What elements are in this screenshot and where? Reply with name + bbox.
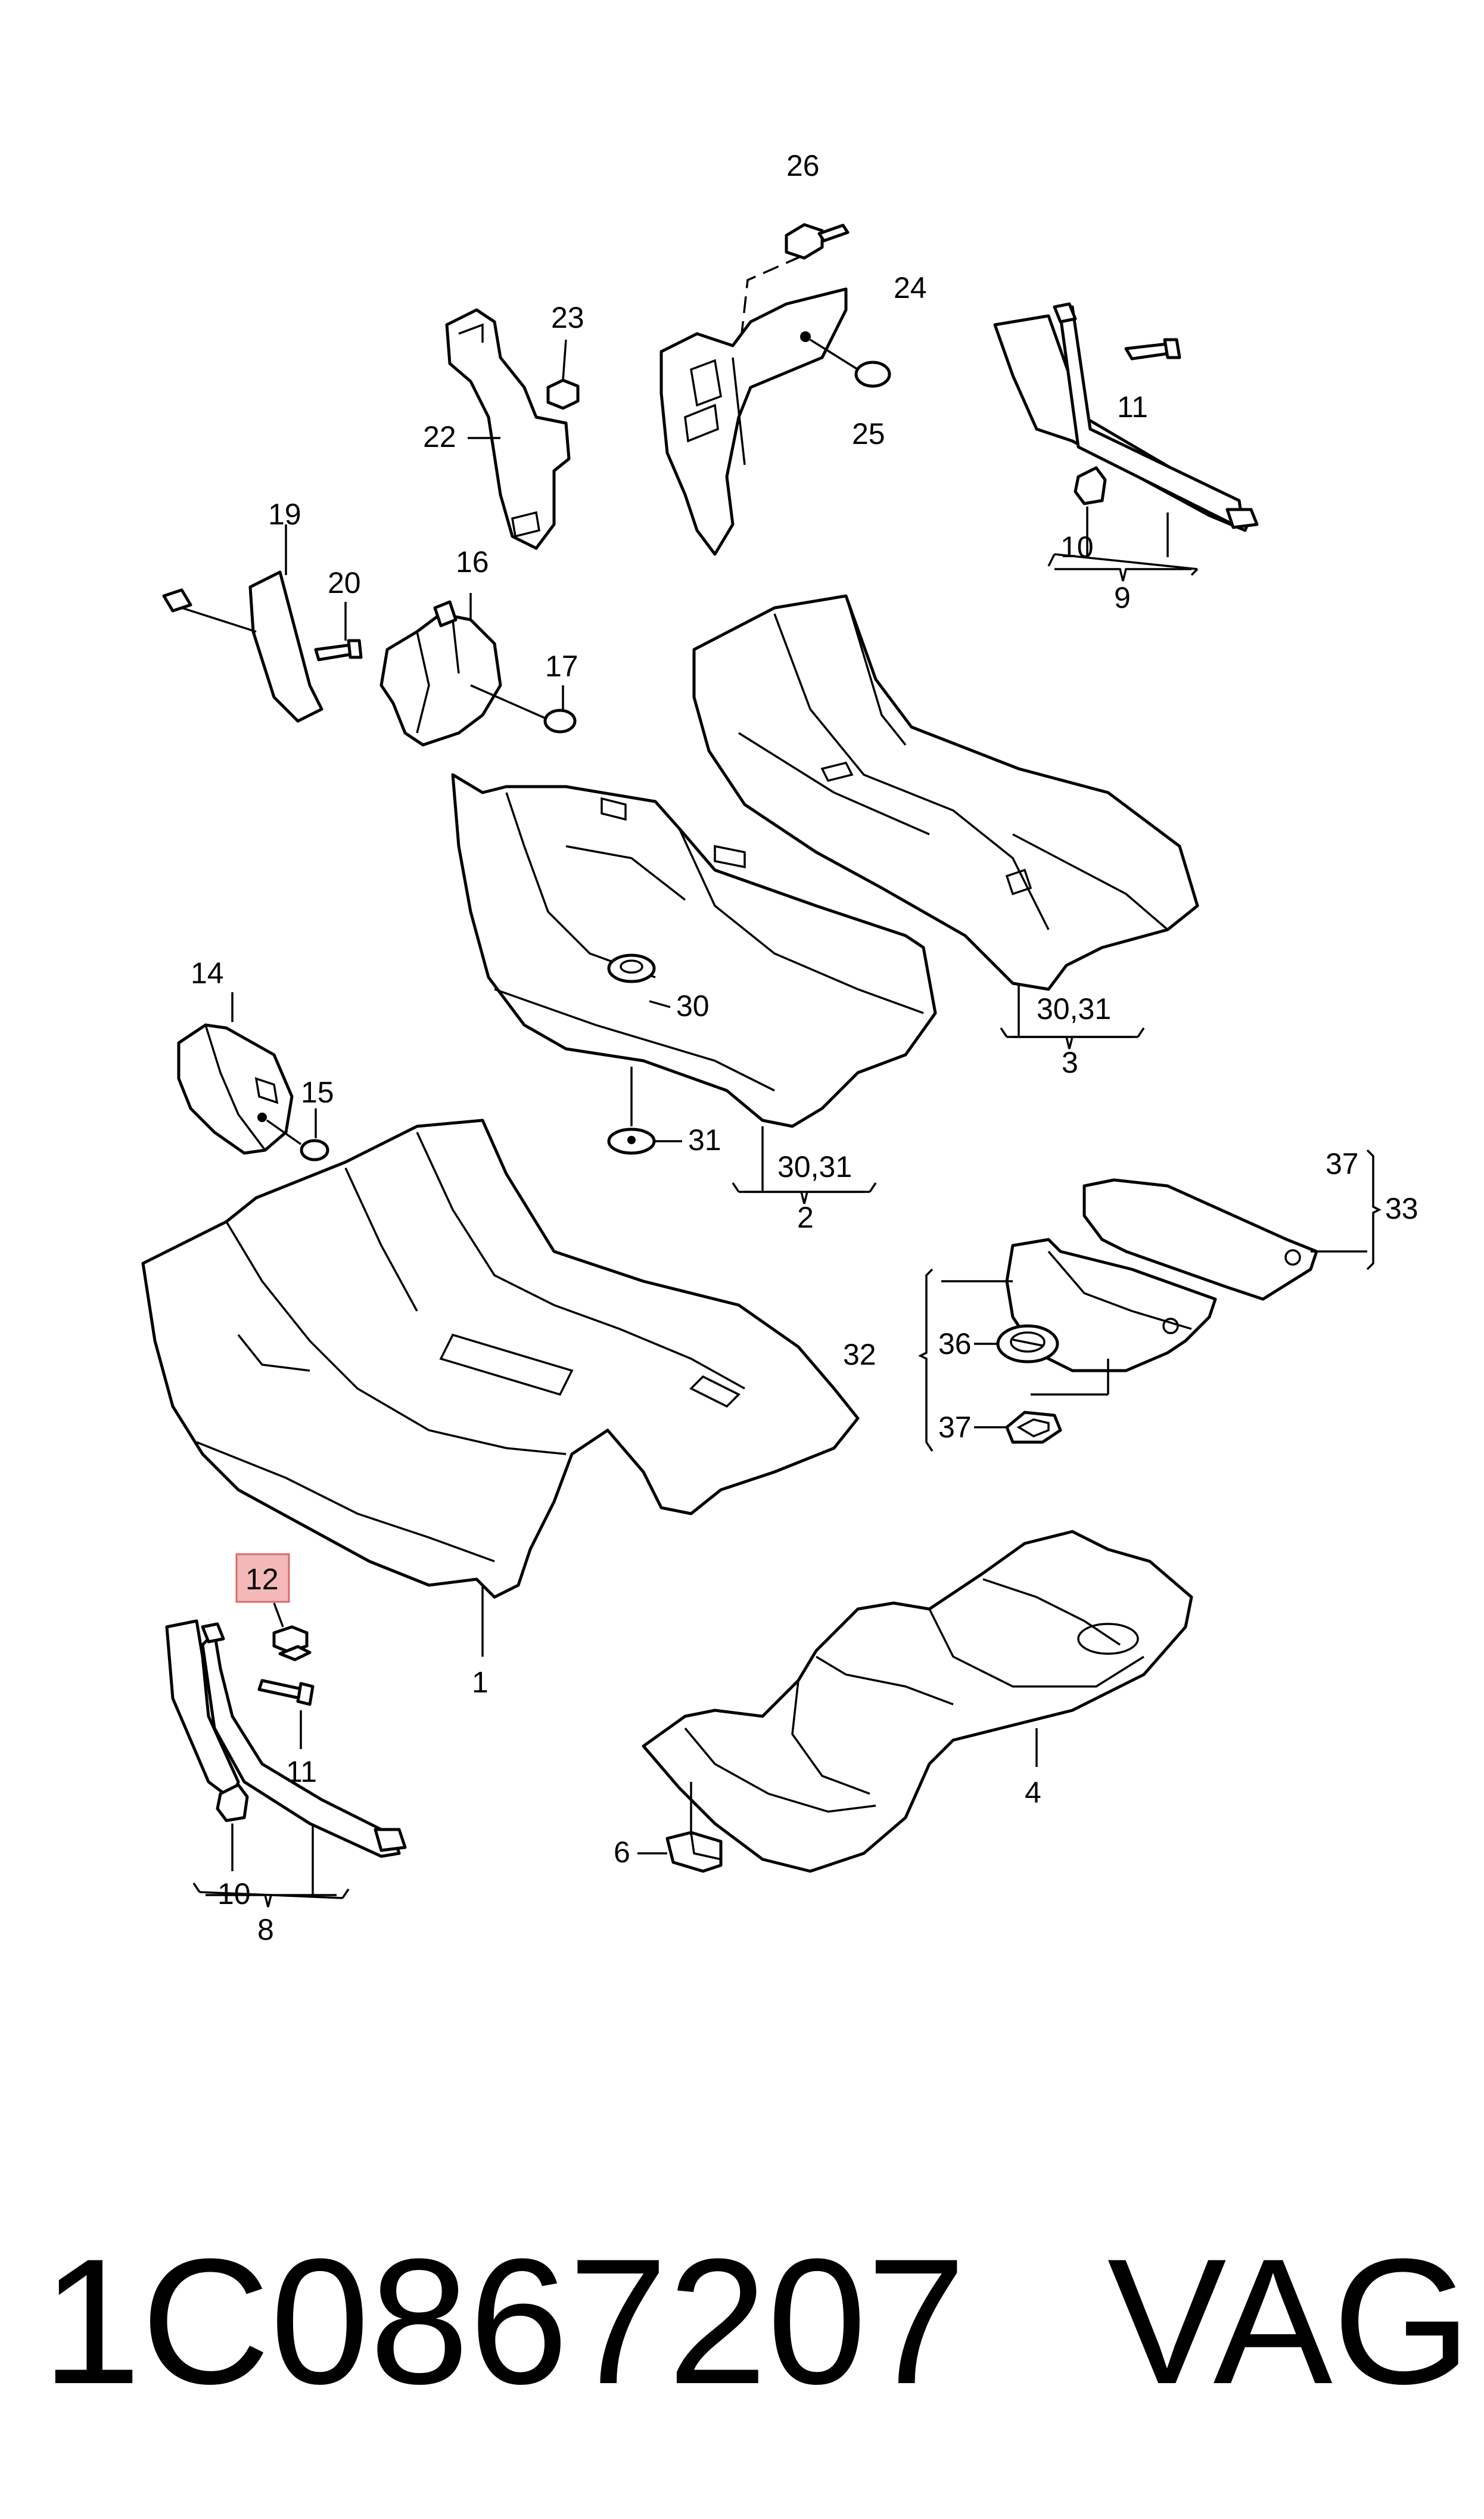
- callout-30: 30: [676, 989, 710, 1023]
- callout-24: 24: [894, 271, 927, 305]
- part-33-mat: [1082, 1178, 1318, 1301]
- callout-9: 9: [1114, 581, 1131, 614]
- part-22-bracket: [445, 308, 571, 550]
- callout-14: 14: [191, 956, 224, 990]
- callout-1: 1: [472, 1666, 489, 1699]
- callout-37-b: 37: [938, 1411, 972, 1444]
- part-1-covering: [141, 1119, 860, 1599]
- part-25-clip: [800, 331, 891, 388]
- part-4-tray: [642, 1530, 1193, 1873]
- callout-36: 36: [938, 1327, 972, 1361]
- callout-2: 2: [797, 1201, 814, 1234]
- callout-12: 12: [245, 1563, 279, 1596]
- part-number: 1C0867207: [42, 2221, 966, 2421]
- callout-16: 16: [456, 545, 489, 579]
- callout-8: 8: [257, 1913, 274, 1946]
- footer: 1C0867207 VAG: [42, 2223, 1471, 2419]
- callout-11: 11: [1117, 390, 1148, 424]
- part-23-nut: [546, 378, 580, 410]
- callout-4: 4: [1025, 1776, 1041, 1809]
- callout-11-b: 11: [286, 1755, 317, 1788]
- part-16-bracket: [379, 600, 502, 747]
- part-36-fastener: [996, 1324, 1059, 1363]
- part-15-clip: [257, 1113, 329, 1161]
- callout-22: 22: [423, 420, 456, 454]
- parts-diagram: 26 24 23 22 25 11 10 9 19 20 16 17 30 30…: [141, 149, 1418, 1946]
- part-31-washer: [607, 1128, 656, 1155]
- part-37-fastener: [1005, 1411, 1062, 1444]
- part-3-covering: [692, 594, 1199, 991]
- part-2-covering: [451, 773, 937, 1128]
- callout-10: 10: [1060, 530, 1094, 564]
- callout-15: 15: [301, 1076, 334, 1109]
- part-14-cover: [177, 1023, 294, 1155]
- callout-20: 20: [328, 566, 361, 600]
- part-10-clip-a: [1074, 466, 1107, 505]
- highlight-box-12: [235, 1553, 290, 1603]
- callout-33: 33: [1385, 1192, 1418, 1225]
- callout-30-31-b: 30,31: [777, 1150, 852, 1184]
- part-11-screw-a: [1124, 338, 1181, 361]
- part-11-screw-b: [257, 1679, 315, 1706]
- callout-23: 23: [551, 301, 584, 334]
- part-8-trim: [165, 1619, 407, 1858]
- callout-30-31: 30,31: [1037, 992, 1111, 1026]
- callout-6: 6: [614, 1835, 630, 1869]
- callout-3: 3: [1062, 1046, 1078, 1079]
- part-17-clip: [470, 684, 577, 734]
- part-26-bolt: [785, 223, 850, 260]
- callout-25: 25: [852, 417, 885, 451]
- part-32-mat: [1005, 1238, 1217, 1372]
- callout-31: 31: [688, 1123, 721, 1157]
- part-30-clip-a: [607, 953, 656, 983]
- part-10-clip-b: [216, 1783, 249, 1822]
- part-24-bracket: [659, 287, 848, 556]
- part-9-trim: [993, 302, 1259, 532]
- callout-19: 19: [268, 498, 301, 531]
- part-19-panel: [162, 570, 323, 723]
- callout-37: 37: [1326, 1147, 1359, 1181]
- callout-32: 32: [843, 1338, 876, 1371]
- callout-labels: 26 24 23 22 25 11 10 9 19 20 16 17 30 30…: [191, 149, 1418, 1946]
- brand-label: VAG: [1107, 2221, 1471, 2421]
- part-12-fastener: [272, 1625, 312, 1661]
- callout-17: 17: [545, 650, 578, 683]
- part-20-screw: [314, 639, 363, 661]
- part-6-clip: [665, 1831, 723, 1873]
- callout-10-b: 10: [217, 1877, 251, 1911]
- callout-26: 26: [786, 149, 820, 182]
